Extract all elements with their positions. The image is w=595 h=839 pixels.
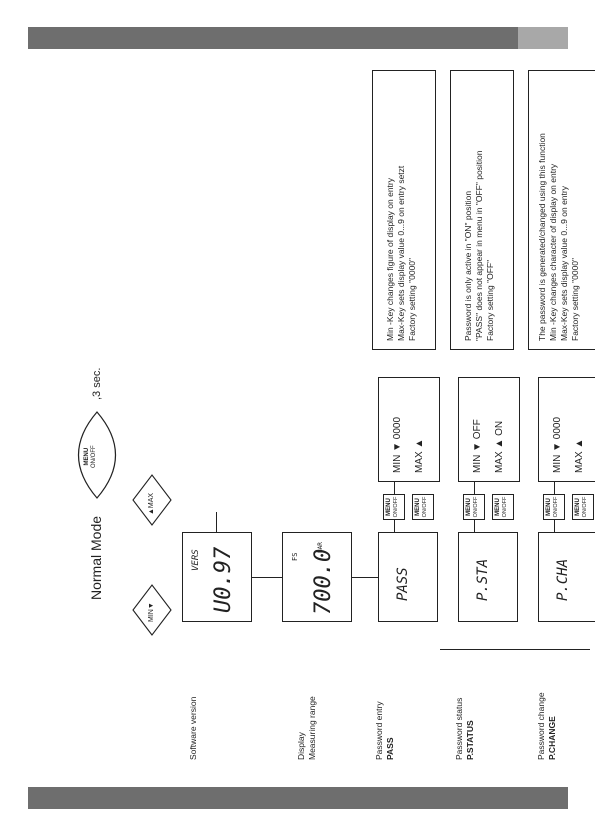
display-psta: P.STA bbox=[458, 532, 518, 622]
label-password-change: Password change bbox=[536, 692, 546, 760]
label-pass: PASS bbox=[385, 737, 395, 760]
label-measuring-range: Measuring range bbox=[307, 696, 317, 760]
menu-key-bottom: ON/OFF bbox=[91, 445, 97, 468]
display-big-psta: P.STA bbox=[475, 558, 491, 601]
menu-key-pass-1-top: MENU bbox=[386, 498, 392, 516]
min-value-pass: MIN ▼ 0000 bbox=[392, 416, 403, 473]
label-display: Display bbox=[296, 732, 306, 760]
menu-key-shape bbox=[78, 411, 116, 499]
desc-pass-1: Min -Key changes figure of display on en… bbox=[385, 177, 395, 341]
max-key-label: ▲MAX bbox=[148, 492, 155, 515]
connector bbox=[394, 482, 395, 494]
desc-box-pass: Min -Key changes figure of display on en… bbox=[372, 70, 436, 350]
desc-box-psta: Password is only active in "ON" position… bbox=[450, 70, 514, 350]
connector bbox=[474, 520, 475, 532]
desc-pcha-2: Min -Key changes character of display on… bbox=[548, 163, 558, 341]
label-p-status: P.STATUS bbox=[465, 720, 475, 760]
menu-key-label: MENU ON/OFF bbox=[84, 445, 98, 468]
desc-pcha-3: Max-Key sets display value 0...9 on entr… bbox=[559, 186, 569, 341]
minmax-box-pcha: MIN ▼ 0000 MAX ▲ bbox=[538, 377, 595, 482]
desc-pass-3: Factory setting "0000" bbox=[407, 257, 417, 341]
label-password-entry: Password entry bbox=[374, 701, 384, 760]
display-pcha: P.CHA bbox=[538, 532, 595, 622]
minmax-box-psta: MIN ▼ OFF MAX ▲ ON bbox=[458, 377, 520, 482]
desc-box-pcha: The password is generated/changed using … bbox=[528, 70, 595, 350]
label-p-change: P.CHANGE bbox=[547, 716, 557, 760]
min-value-pcha: MIN ▼ 0000 bbox=[552, 416, 563, 473]
menu-key-top: MENU bbox=[84, 447, 90, 466]
connector bbox=[554, 520, 555, 532]
footer-bar bbox=[28, 787, 568, 809]
desc-psta-1: Password is only active in "ON" position bbox=[463, 190, 473, 341]
min-key-label: MIN▼ bbox=[148, 602, 155, 622]
desc-pcha-1: The password is generated/changed using … bbox=[537, 133, 547, 341]
minmax-box-pass: MIN ▼ 0000 MAX ▲ bbox=[378, 377, 440, 482]
max-value-pass: MAX ▲ bbox=[414, 438, 425, 473]
display-small-vers: VERS bbox=[191, 549, 201, 571]
connector bbox=[440, 649, 590, 650]
connector bbox=[394, 520, 395, 532]
min-key-shape bbox=[132, 584, 172, 636]
display-small-fs: FS bbox=[291, 552, 299, 561]
menu-key-pass-2-bottom: ON/OFF bbox=[422, 496, 428, 518]
display-big-pass: PASS bbox=[395, 567, 411, 601]
display-big-vers: U0.97 bbox=[211, 546, 236, 613]
connector bbox=[474, 482, 475, 494]
connector bbox=[352, 577, 378, 578]
menu-key-pass-2-top: MENU bbox=[415, 498, 421, 516]
display-software-version: VERS U0.97 bbox=[182, 532, 252, 622]
menu-key-psta-2-bottom: ON/OFF bbox=[502, 496, 508, 518]
menu-key-pass-1-bottom: ON/OFF bbox=[393, 496, 399, 518]
max-value-pcha: MAX ▲ bbox=[574, 438, 585, 473]
display-measuring-range: FS 700.0 BAR bbox=[282, 532, 352, 622]
menu-key-psta-1-top: MENU bbox=[466, 498, 472, 516]
desc-pass-2: Max-Key sets display value 0...9 on entr… bbox=[396, 165, 406, 341]
desc-psta-2: "PASS" does not appear in menu in "OFF" … bbox=[474, 150, 484, 341]
connector bbox=[216, 512, 217, 532]
label-software-version: Software version bbox=[188, 696, 198, 760]
menu-key-pcha-2-bottom: ON/OFF bbox=[582, 496, 588, 518]
menu-key-psta-1-bottom: ON/OFF bbox=[473, 496, 479, 518]
menu-key-psta-2-top: MENU bbox=[495, 498, 501, 516]
hold-time: ,3 sec. bbox=[91, 367, 103, 400]
max-key-shape bbox=[132, 474, 172, 526]
flow-diagram: Normal Mode MENU ON/OFF ,3 sec. ▲MAX MIN… bbox=[60, 40, 595, 800]
header-bar bbox=[28, 27, 568, 49]
display-big-pcha: P.CHA bbox=[555, 558, 571, 601]
menu-key-pcha-1-bottom: ON/OFF bbox=[553, 496, 559, 518]
display-pass: PASS bbox=[378, 532, 438, 622]
min-value-psta: MIN ▼ OFF bbox=[472, 419, 483, 473]
label-password-status: Password status bbox=[454, 697, 464, 760]
header-tab bbox=[518, 27, 568, 49]
menu-key-pcha-1-top: MENU bbox=[546, 498, 552, 516]
max-value-psta: MAX ▲ ON bbox=[494, 420, 505, 473]
page-title: Normal Mode bbox=[88, 515, 104, 600]
display-big-range: 700.0 bbox=[311, 548, 336, 615]
desc-pcha-4: Factory setting "0000" bbox=[570, 257, 580, 341]
menu-key-pcha-2-top: MENU bbox=[575, 498, 581, 516]
desc-psta-3: Factory setting "OFF" bbox=[485, 259, 495, 341]
connector bbox=[252, 577, 282, 578]
display-unit: BAR bbox=[317, 542, 324, 553]
connector bbox=[554, 482, 555, 494]
